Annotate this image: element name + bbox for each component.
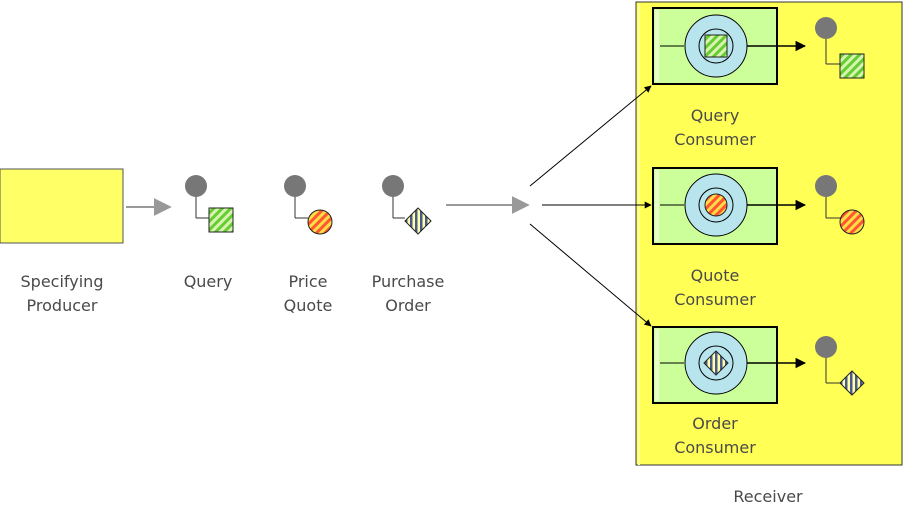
price-quote-message-icon	[284, 175, 333, 235]
quote-consumer-label-line2: Consumer	[674, 290, 756, 309]
quote-output-message-icon	[815, 175, 865, 235]
query-message-label-line1: Query	[183, 272, 233, 291]
order-output-message-icon	[815, 336, 865, 396]
query-message-icon	[185, 175, 234, 233]
quote-consumer-label-line1: Quote	[690, 266, 740, 285]
purchase-order-label-line2: Order	[385, 296, 431, 315]
dispatch-arrow-query	[529, 85, 652, 187]
producer-box	[0, 168, 124, 244]
order-consumer	[652, 326, 807, 404]
producer-label-line1: Specifying	[20, 272, 104, 291]
price-quote-label-line2: Quote	[283, 296, 333, 315]
purchase-order-label-line1: Purchase	[371, 272, 445, 291]
query-consumer	[652, 7, 807, 85]
query-output-message-icon	[815, 17, 865, 79]
order-consumer-label: Order Consumer	[656, 412, 774, 460]
order-consumer-label-line1: Order	[692, 414, 738, 433]
query-message-label: Query	[168, 270, 248, 294]
query-consumer-label-line1: Query	[690, 106, 740, 125]
quote-consumer	[652, 167, 807, 245]
query-consumer-label: Query Consumer	[656, 104, 774, 152]
query-consumer-label-line2: Consumer	[674, 130, 756, 149]
quote-consumer-label: Quote Consumer	[656, 264, 774, 312]
order-consumer-label-line2: Consumer	[674, 438, 756, 457]
dispatch-arrow-order	[529, 223, 652, 327]
receiver-label: Receiver	[708, 485, 828, 509]
receiver-label-text: Receiver	[733, 487, 803, 506]
producer-label: Specifying Producer	[10, 270, 114, 318]
price-quote-message-label: Price Quote	[268, 270, 348, 318]
price-quote-label-line1: Price	[288, 272, 328, 291]
purchase-order-message-label: Purchase Order	[358, 270, 458, 318]
purchase-order-message-icon	[382, 175, 432, 235]
producer-label-line2: Producer	[26, 296, 98, 315]
